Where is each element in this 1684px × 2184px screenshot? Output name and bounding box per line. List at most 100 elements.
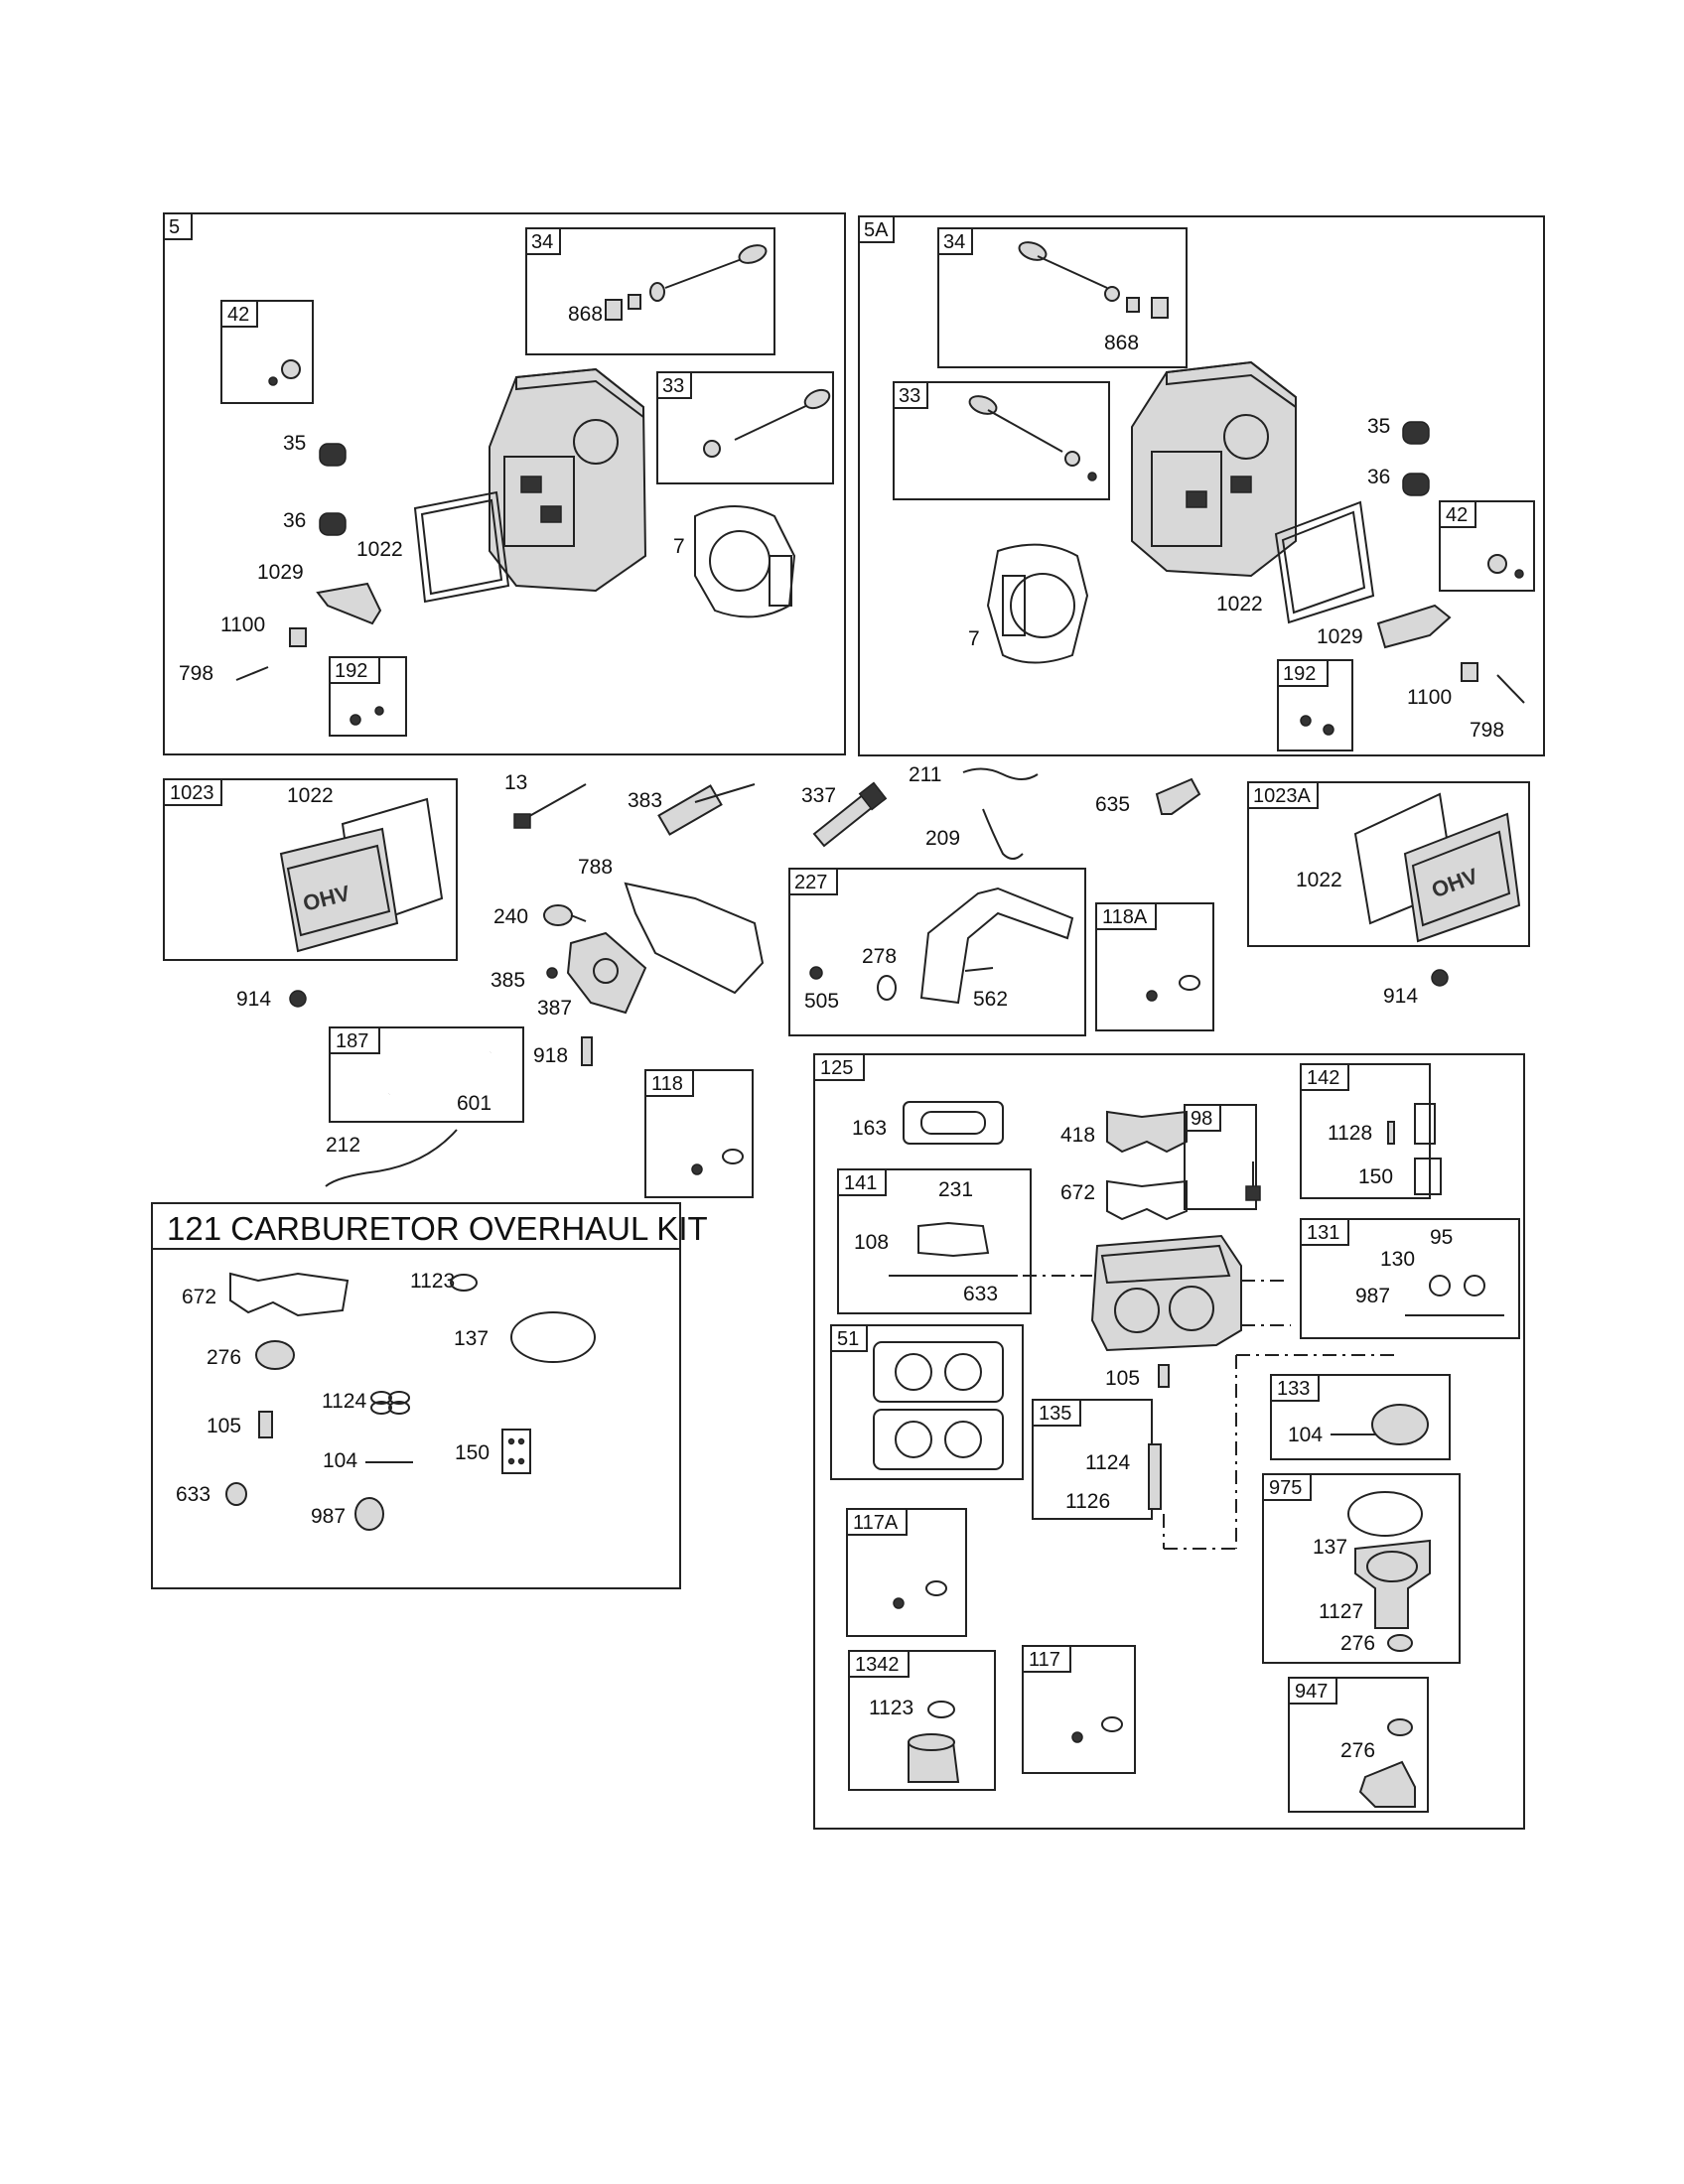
label-35: 35 — [283, 432, 306, 455]
subgroup-947-tag: 947 — [1295, 1681, 1328, 1703]
center-loose-parts: 13 383 788 240 385 387 918 337 211 209 — [491, 763, 1201, 1067]
group-1023-valve-cover: 1023 1022 OHV — [163, 778, 458, 961]
label-1126: 1126 — [1065, 1490, 1110, 1513]
label-137: 137 — [1313, 1536, 1347, 1559]
group-5a-cylinder-head: 5A 34 868 33 10 — [858, 215, 1545, 756]
label-418: 418 — [1060, 1124, 1095, 1147]
subgroup-42-tag: 42 — [1446, 504, 1468, 526]
label-1124: 1124 — [1085, 1451, 1130, 1474]
head-gasket-icon — [986, 543, 1089, 664]
label-633: 633 — [963, 1283, 998, 1305]
subgroup-192-tag: 192 — [1283, 663, 1316, 685]
group-187-tag: 187 — [336, 1030, 368, 1052]
gasket-672-icon — [229, 1272, 350, 1317]
group-121-carburetor-overhaul-kit: 121 CARBURETOR OVERHAUL KIT 672 1123 276… — [151, 1202, 708, 1589]
valve-cover-icon: OHV — [279, 827, 399, 953]
subgroup-135-tag: 135 — [1039, 1403, 1071, 1425]
label-7: 7 — [968, 627, 980, 650]
head-gasket-icon — [694, 505, 796, 618]
filter-240-icon — [543, 904, 587, 926]
seal-icon — [281, 359, 301, 379]
needle-105-icon — [258, 1411, 273, 1438]
subgroup-33-tag: 33 — [899, 385, 920, 407]
group-227-bracket: 227 278 505 562 — [788, 868, 1086, 1036]
push-rod-guide-icon — [1461, 662, 1478, 682]
subgroup-975-tag: 975 — [1269, 1477, 1302, 1499]
elbow-635-icon — [1155, 777, 1201, 815]
label-798: 798 — [179, 662, 213, 685]
label-1022: 1022 — [1296, 869, 1342, 891]
label-1128: 1128 — [1328, 1122, 1372, 1145]
float-133-icon — [1371, 1404, 1429, 1445]
label-987: 987 — [311, 1505, 346, 1528]
label-337: 337 — [801, 784, 836, 807]
subgroup-1342-tag: 1342 — [855, 1654, 900, 1676]
label-1100: 1100 — [1407, 686, 1452, 709]
label-95: 95 — [1430, 1226, 1453, 1249]
group-118-tag: 118 — [651, 1073, 683, 1095]
subgroup-42-tag: 42 — [227, 304, 249, 326]
label-209: 209 — [925, 827, 960, 850]
group-125-tag: 125 — [820, 1057, 853, 1079]
label-387: 387 — [537, 997, 572, 1020]
label-633: 633 — [176, 1483, 210, 1506]
label-150: 150 — [455, 1441, 490, 1464]
group-1023a-tag: 1023A — [1253, 785, 1311, 807]
seal-987-icon — [354, 1497, 384, 1531]
bolt-head-icon — [513, 813, 531, 829]
needle-105-icon — [1158, 1364, 1170, 1388]
group-118a-tag: 118A — [1102, 906, 1148, 928]
label-105: 105 — [1105, 1367, 1140, 1390]
label-987: 987 — [1355, 1285, 1390, 1307]
label-1123: 1123 — [869, 1697, 913, 1719]
group-118: 118 — [644, 1069, 754, 1198]
label-35: 35 — [1367, 415, 1390, 438]
label-1124: 1124 — [322, 1390, 366, 1413]
valve-spring-icon — [319, 443, 347, 536]
intake-valve-icon — [968, 395, 1097, 481]
label-211: 211 — [909, 763, 941, 786]
label-1127: 1127 — [1319, 1600, 1363, 1623]
label-130: 130 — [1380, 1248, 1415, 1271]
label-108: 108 — [854, 1231, 889, 1254]
label-1123: 1123 — [410, 1270, 455, 1293]
subgroup-133-tag: 133 — [1277, 1378, 1310, 1400]
washer-276-icon — [255, 1340, 295, 1370]
label-1022: 1022 — [287, 784, 334, 807]
push-rod-guide-icon — [289, 627, 307, 647]
cylinder-head-icon — [489, 367, 647, 593]
label-150: 150 — [1358, 1165, 1393, 1188]
part-914-left: 914 — [236, 988, 307, 1011]
intake-valve-icon — [703, 388, 831, 458]
seal-icon — [1487, 554, 1507, 574]
label-240: 240 — [493, 905, 528, 928]
rocker-arm-icon — [316, 582, 382, 625]
label-278: 278 — [862, 945, 897, 968]
label-1022: 1022 — [1216, 593, 1263, 615]
label-868: 868 — [1104, 332, 1139, 354]
subgroup-192-tag: 192 — [335, 660, 367, 682]
label-104: 104 — [1288, 1424, 1323, 1446]
group-118a: 118A — [1095, 902, 1214, 1031]
group-5a-tag: 5A — [864, 219, 889, 241]
group-1023a-valve-cover: 1023A 1022 OHV — [1247, 781, 1530, 947]
seal-633-icon — [225, 1482, 247, 1506]
subgroup-117-tag: 117 — [1029, 1649, 1060, 1671]
label-7: 7 — [673, 535, 685, 558]
subgroup-51-tag: 51 — [837, 1328, 859, 1350]
label-383: 383 — [628, 789, 662, 812]
subgroup-117a-tag: 117A — [853, 1512, 899, 1534]
bracket-227-icon — [919, 887, 1074, 1005]
exhaust-valve-icon — [605, 244, 768, 321]
solenoid-947-icon — [1358, 1760, 1416, 1808]
label-868: 868 — [568, 303, 603, 326]
o-ring-137-icon — [510, 1311, 596, 1363]
plate-108-icon — [917, 1221, 990, 1258]
bolt-icon — [1496, 674, 1525, 704]
label-13: 13 — [504, 771, 527, 794]
group-187-tube: 187 601 — [329, 1026, 524, 1123]
valve-spring-icon — [1402, 421, 1430, 496]
spark-plug-337-icon — [812, 781, 888, 848]
nut-icon — [268, 376, 278, 386]
